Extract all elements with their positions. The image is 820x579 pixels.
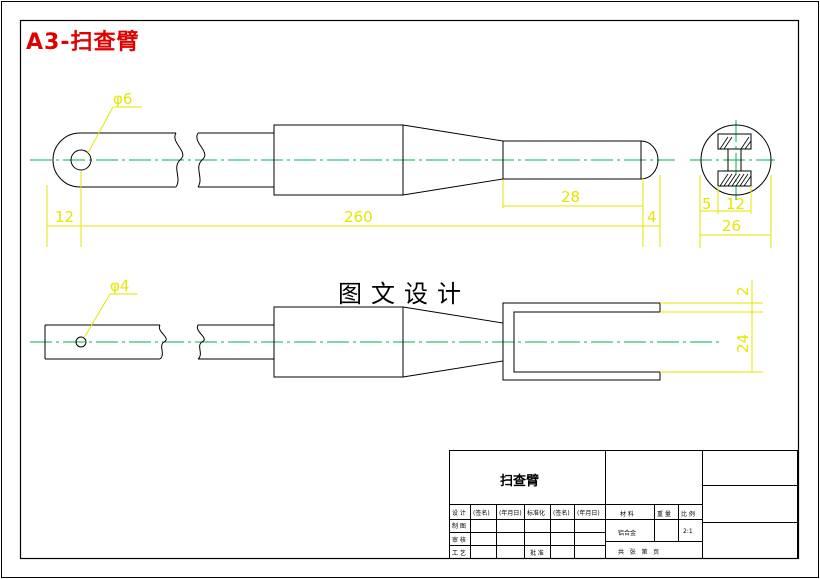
dim-5-text: 5 [702,195,712,213]
dim-260-text: 260 [344,208,373,226]
dim-26-text: 26 [722,217,741,235]
break-line-top-2 [196,132,206,188]
leader-hole-bottom [83,293,111,339]
top-taper [402,124,504,196]
break-line-bottom-1 [158,324,167,360]
top-cylinder [273,124,404,196]
callout-hole-bottom: φ4 [110,277,129,295]
break-line-bottom-2 [196,324,205,360]
title-block [449,450,798,559]
hole-bottom [75,336,87,348]
dim-12b-text: 12 [726,195,745,213]
dim-28-text: 28 [561,188,580,206]
callout-hole-top: φ6 [113,90,132,108]
break-line-top-1 [174,132,184,188]
leader-hole-top [87,106,114,154]
inner-border [19,19,800,560]
dim-2-text: 2 [734,286,752,296]
dim-4-text: 4 [647,208,657,226]
fork-end [502,302,661,381]
bottom-cylinder [273,306,404,378]
dim-12-text: 12 [55,208,74,226]
side-circle [700,124,772,196]
dim-24-text: 24 [734,334,752,353]
watermark-text: 图文设计 [338,280,470,308]
drawing-title: A3-扫查臂 [26,30,140,55]
hole-top [70,149,92,171]
dimensions: φ6 φ4 12 260 4 28 5 12 26 2 24 [46,90,772,373]
top-view [30,124,675,196]
side-view [690,120,775,200]
bottom-view [30,302,720,381]
top-rounded-end [52,132,176,188]
